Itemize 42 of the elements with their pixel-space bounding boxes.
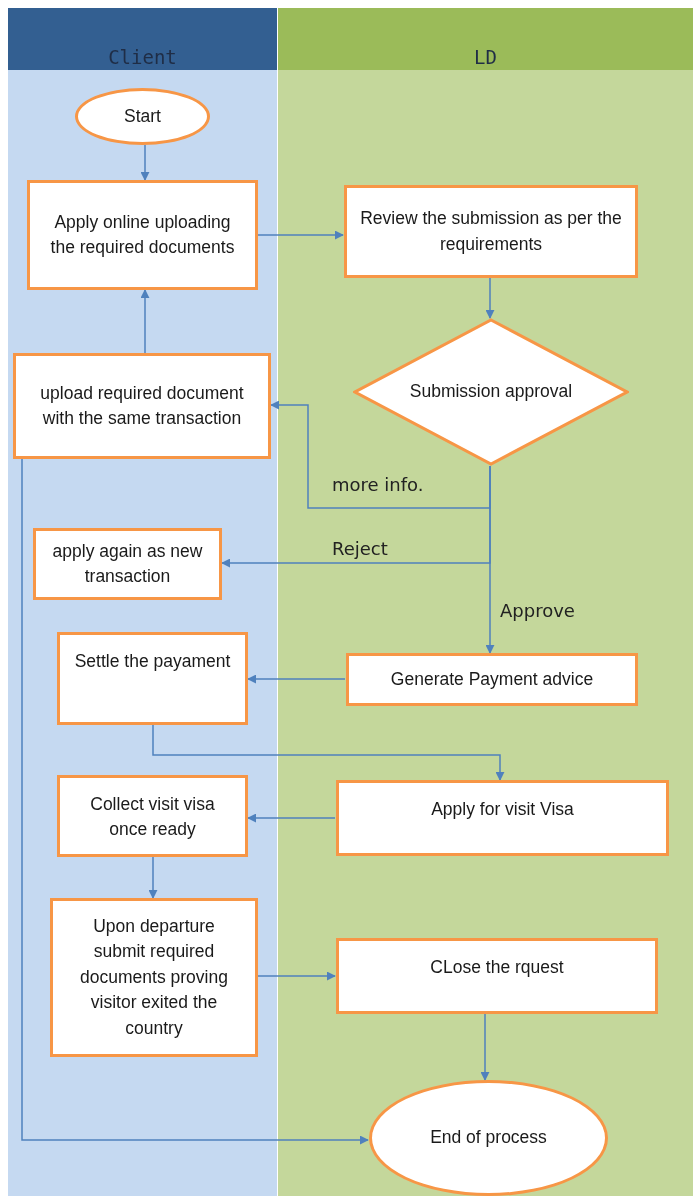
arrow: [148, 856, 158, 899]
process-box: [50, 898, 258, 1057]
node-text: Apply for visit Visa: [431, 798, 574, 821]
arrow: [140, 144, 150, 181]
swimlane: [8, 8, 277, 1196]
process-box: [336, 938, 658, 1014]
process-box: [344, 185, 638, 278]
process-box: [27, 180, 258, 290]
arrow: [480, 1013, 490, 1081]
process-box: [57, 632, 248, 725]
node-text: apply again as new transaction: [51, 539, 204, 588]
node-text: Apply online uploading the required documents: [49, 210, 236, 259]
decision-diamond: [353, 318, 629, 466]
node-text: Collect visit visa once ready: [89, 793, 216, 842]
swimlane: [277, 8, 693, 1196]
lane-title: LD: [474, 46, 497, 68]
edge-label: Reject: [330, 538, 390, 559]
node-text: upload required document with the same transaction: [39, 381, 245, 430]
process-box: [33, 528, 222, 600]
node-text: End of process: [430, 1126, 547, 1150]
arrow: [270, 400, 491, 509]
arrow: [152, 724, 505, 781]
arrow: [257, 230, 344, 240]
node-text: Settle the payament: [74, 650, 231, 673]
node-text: Upon departure submit required documents proving visitor exited the country: [79, 915, 229, 1040]
node-text: Generate Payment advice: [390, 667, 594, 691]
arrow: [257, 971, 336, 981]
arrow: [247, 674, 346, 684]
process-box: [57, 775, 248, 857]
lane-title: Client: [108, 46, 177, 68]
arrow: [485, 277, 495, 319]
arrow: [21, 458, 369, 1145]
arrow: [485, 465, 495, 654]
process-box: [346, 653, 638, 706]
node-text: Start: [124, 104, 161, 128]
node-text: Review the submission as per the requirements: [359, 207, 623, 256]
node-text: Submission approval: [409, 380, 573, 404]
arrow: [247, 813, 336, 823]
arrow: [140, 289, 150, 354]
process-box: [13, 353, 271, 459]
node-text: CLose the rquest: [430, 956, 564, 979]
process-box: [336, 780, 669, 856]
